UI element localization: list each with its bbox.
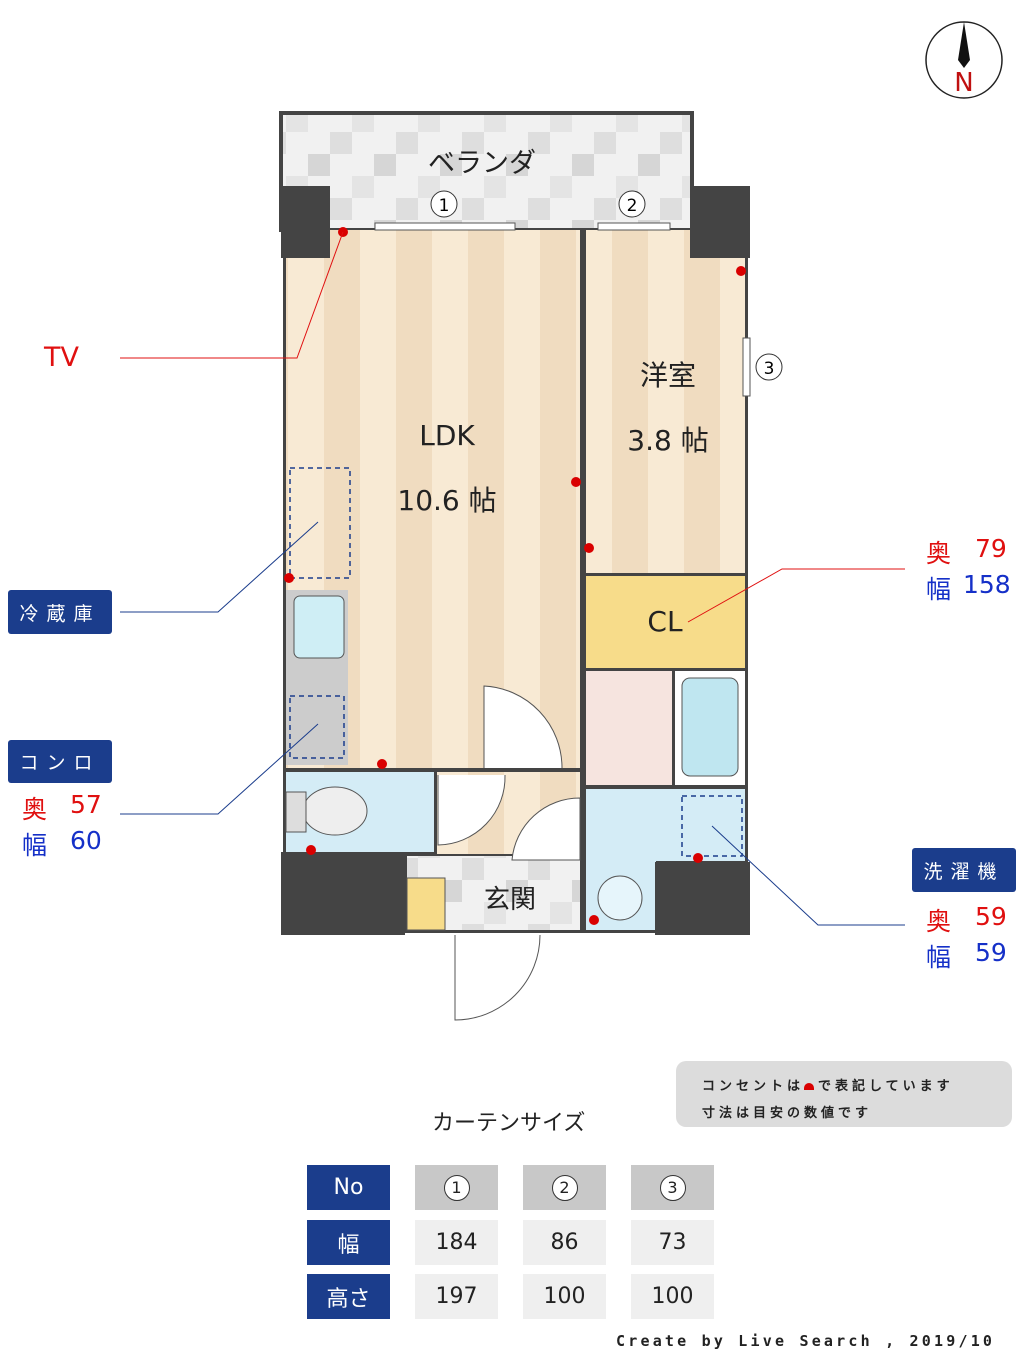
header-no: No	[307, 1165, 390, 1210]
compass-icon: N	[925, 21, 1003, 99]
closet-width-label: 幅	[926, 575, 952, 604]
compass-label: N	[954, 68, 973, 98]
closet-leader	[687, 568, 905, 623]
washer-label: 洗濯機	[912, 848, 1016, 892]
front-door-swing	[454, 934, 541, 1021]
washer-space	[681, 795, 743, 857]
window-2	[597, 222, 671, 231]
stove-label: コンロ	[8, 740, 112, 783]
note-line1-b: で表記しています	[818, 1079, 954, 1094]
note-line2: 寸法は目安の数値です	[702, 1106, 873, 1121]
fridge-space	[289, 467, 351, 579]
svg-text:3: 3	[764, 359, 775, 379]
tv-leader	[120, 231, 344, 359]
shoe-cabinet	[406, 877, 446, 931]
fridge-label: 冷蔵庫	[8, 590, 112, 634]
entrance-label: 玄関	[484, 885, 536, 915]
table-cell: 197	[415, 1274, 498, 1319]
washbasin-icon	[597, 875, 643, 921]
curtain-title: カーテンサイズ	[432, 1111, 586, 1136]
closet-depth-label: 奥	[926, 539, 952, 568]
closet-room	[586, 576, 745, 668]
sink-icon	[293, 595, 345, 659]
closet-depth: 79	[975, 534, 1007, 563]
door-swing	[437, 774, 506, 846]
western-label: 洋室	[640, 359, 696, 392]
tv-label: TV	[44, 342, 79, 373]
outlet-note: コンセントはで表記しています 寸法は目安の数値です	[676, 1061, 1012, 1127]
header-window-1: 1	[415, 1165, 498, 1210]
balcony-label: ベランダ	[428, 148, 536, 179]
outlet-icons	[284, 227, 746, 925]
toilet-icon	[302, 786, 368, 836]
ldk-label: LDK	[419, 419, 475, 452]
header-window-2: 2	[523, 1165, 606, 1210]
svg-text:2: 2	[627, 196, 638, 216]
western-room	[586, 230, 745, 573]
bathtub-icon	[681, 677, 739, 777]
table-cell: 100	[631, 1274, 714, 1319]
table-cell: 73	[631, 1220, 714, 1265]
stove-depth: 57	[70, 790, 102, 819]
western-size: 3.8 帖	[627, 424, 708, 457]
stove-width: 60	[70, 826, 102, 855]
header-window-3: 3	[631, 1165, 714, 1210]
stove-space	[289, 695, 345, 759]
washer-width-label: 幅	[926, 943, 952, 972]
washer-depth-label: 奥	[926, 907, 952, 936]
stove-depth-label: 奥	[22, 795, 48, 824]
row-label-width: 幅	[307, 1220, 390, 1265]
outlet-legend-icon	[804, 1083, 815, 1090]
stove-leader	[120, 723, 319, 815]
fridge-leader	[120, 521, 319, 613]
closet-width: 158	[963, 570, 1011, 599]
note-line1-a: コンセントは	[702, 1079, 805, 1094]
door-swing	[483, 685, 563, 769]
footer-credit: Create by Live Search , 2019/10	[616, 1332, 996, 1350]
door-swing	[511, 797, 581, 861]
closet-label: CL	[647, 605, 683, 638]
window-marker: 2	[618, 190, 646, 218]
ldk-size: 10.6 帖	[397, 484, 496, 517]
window-3	[742, 337, 751, 397]
washer-depth: 59	[975, 902, 1007, 931]
row-label-height: 高さ	[307, 1274, 390, 1319]
table-cell: 86	[523, 1220, 606, 1265]
table-cell: 100	[523, 1274, 606, 1319]
stove-width-label: 幅	[22, 831, 48, 860]
window-marker: 3	[755, 353, 783, 381]
washer-leader	[711, 825, 905, 926]
window-1	[374, 222, 516, 231]
washroom	[586, 789, 745, 861]
table-cell: 184	[415, 1220, 498, 1265]
svg-text:1: 1	[439, 196, 450, 216]
window-marker: 1	[430, 190, 458, 218]
washer-width: 59	[975, 938, 1007, 967]
bath-front	[586, 671, 672, 785]
